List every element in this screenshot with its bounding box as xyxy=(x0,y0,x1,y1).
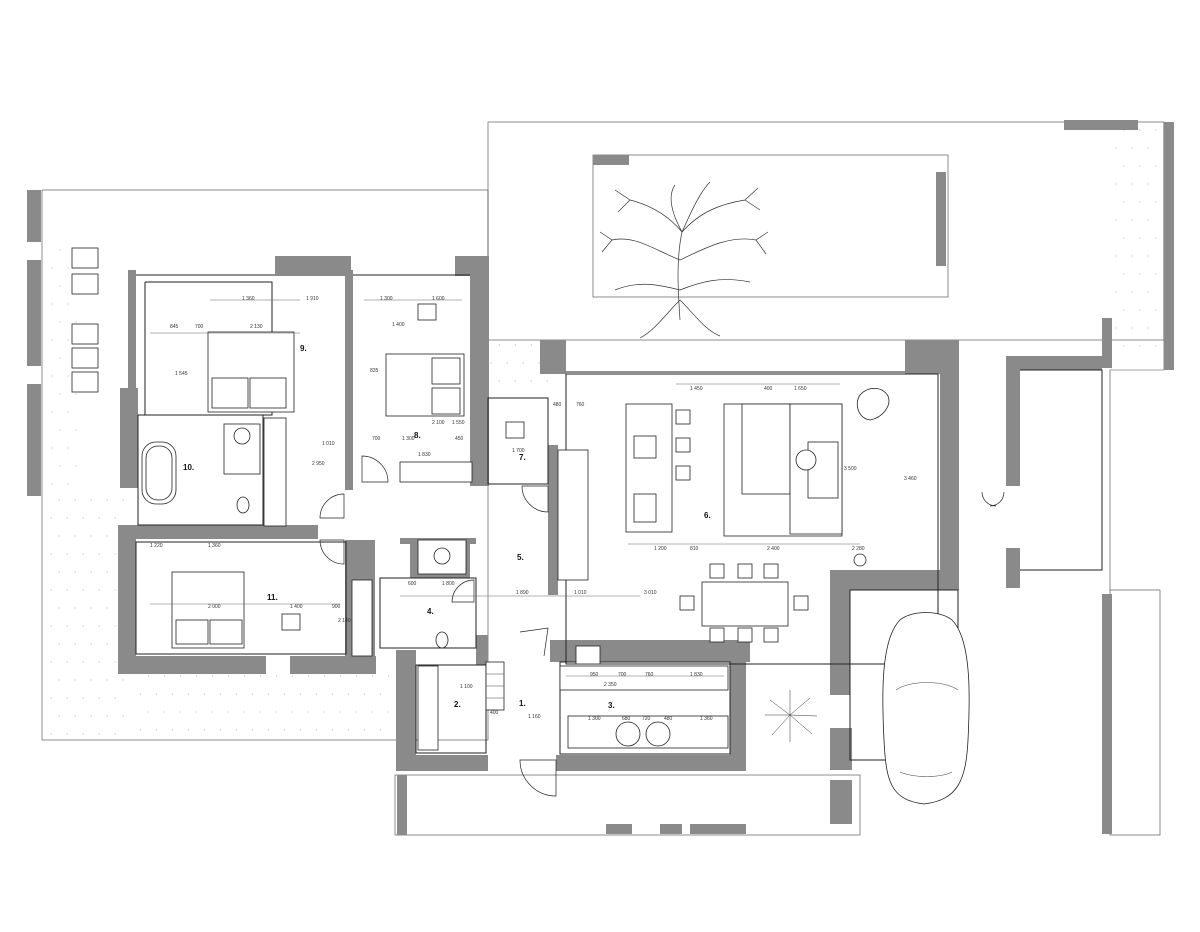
dimension-label: 1 800 xyxy=(442,581,455,587)
dimension-label: 1 360 xyxy=(700,716,713,722)
dimension-label: 1 910 xyxy=(306,296,319,302)
dimension-label: 680 xyxy=(622,716,631,722)
dimension-label: 845 xyxy=(170,324,179,330)
dimension-label: 1 890 xyxy=(516,590,529,596)
dimension-label: 2 130 xyxy=(250,324,263,330)
room-number-3: 3. xyxy=(608,701,615,710)
dimension-label: 1 220 xyxy=(150,543,163,549)
dimension-label: 1 700 xyxy=(512,448,525,454)
chair-icon xyxy=(281,303,809,643)
planters xyxy=(27,120,1174,835)
dimension-label: 1 360 xyxy=(242,296,255,302)
dimension-label: 1 010 xyxy=(322,441,335,447)
dimension-label: 600 xyxy=(408,581,417,587)
dimension-label: 3 010 xyxy=(644,590,657,596)
dining-table-icon xyxy=(701,581,789,627)
dimension-label: 1 300 xyxy=(402,436,415,442)
stairs-icon xyxy=(485,661,505,711)
dimension-label: 1 550 xyxy=(452,420,465,426)
dimension-label: 1 360 xyxy=(208,543,221,549)
dimension-label: 1 200 xyxy=(654,546,667,552)
dimension-label: 1 100 xyxy=(460,684,473,690)
car-icon xyxy=(882,612,970,805)
wardrobe-icon xyxy=(263,417,473,751)
dimension-label: 480 xyxy=(664,716,673,722)
dimension-label: 2 950 xyxy=(312,461,325,467)
room-number-4: 4. xyxy=(427,607,434,616)
kitchen-units-icon xyxy=(557,449,729,749)
dimension-label: 1 300 xyxy=(380,296,393,302)
dimension-label: 760 xyxy=(645,672,654,678)
dimension-label: 450 xyxy=(455,436,464,442)
dimension-label: 2 350 xyxy=(604,682,617,688)
dimension-label: 2 400 xyxy=(767,546,780,552)
toilet-icon xyxy=(236,496,867,649)
dimension-label: 2 280 xyxy=(852,546,865,552)
shower-icon xyxy=(223,423,467,575)
dimension-label: 400 xyxy=(490,710,499,716)
room-number-10: 10. xyxy=(183,463,194,472)
room-number-1: 1. xyxy=(519,699,526,708)
dimension-label: 1 650 xyxy=(794,386,807,392)
dimension-label: 1 160 xyxy=(528,714,541,720)
dimension-label: 1 400 xyxy=(290,604,303,610)
dimension-label: 2 100 xyxy=(432,420,445,426)
dimension-lines xyxy=(150,299,860,677)
dimension-label: 810 xyxy=(690,546,699,552)
terrace-paving xyxy=(50,129,1157,735)
dimension-label: 3 460 xyxy=(904,476,917,482)
dimension-label: 1 010 xyxy=(574,590,587,596)
dimension-label: 700 xyxy=(372,436,381,442)
dimension-label: 3 500 xyxy=(844,466,857,472)
dimension-label: 480 xyxy=(553,402,562,408)
dimension-label: 900 xyxy=(332,604,341,610)
dimension-label: 1 545 xyxy=(175,371,188,377)
dimension-label: 720 xyxy=(642,716,651,722)
bed-icon xyxy=(171,331,465,649)
dimension-label: 1 450 xyxy=(690,386,703,392)
bathtub-icon xyxy=(141,441,177,505)
room-number-6: 6. xyxy=(704,511,711,520)
sofa-icon xyxy=(723,387,890,537)
shrub-icon xyxy=(765,690,818,742)
dimension-label: 760 xyxy=(576,402,585,408)
dimension-label: 1 600 xyxy=(432,296,445,302)
door-swings xyxy=(319,455,1005,797)
room-number-11: 11. xyxy=(267,593,278,602)
kitchen-island-icon xyxy=(625,403,673,533)
dimension-label: 1 300 xyxy=(588,716,601,722)
dimension-label: 1 830 xyxy=(690,672,703,678)
dimension-label: 400 xyxy=(764,386,773,392)
dimension-label: 835 xyxy=(370,368,379,374)
room-number-5: 5. xyxy=(517,553,524,562)
dimension-labels: 1 360 1 910 2 130 845 700 1 545 1 300 1 600 1 40… xyxy=(150,296,917,722)
tree-icon xyxy=(599,181,769,339)
dimension-label: 1 830 xyxy=(418,452,431,458)
room-number-9: 9. xyxy=(300,344,307,353)
dimension-label: 950 xyxy=(590,672,599,678)
dimension-label: 700 xyxy=(618,672,627,678)
dimension-label: 2 140 xyxy=(338,618,351,624)
room-number-7: 7. xyxy=(519,453,526,462)
dimension-label: 1 400 xyxy=(392,322,405,328)
dimension-label: 2 000 xyxy=(208,604,221,610)
dimension-label: 700 xyxy=(195,324,204,330)
room-number-8: 8. xyxy=(414,431,421,440)
room-number-2: 2. xyxy=(454,700,461,709)
room-numbers: 1. 2. 3. 4. 5. 6. 7. 8. 9. 10. 11. xyxy=(183,344,711,710)
